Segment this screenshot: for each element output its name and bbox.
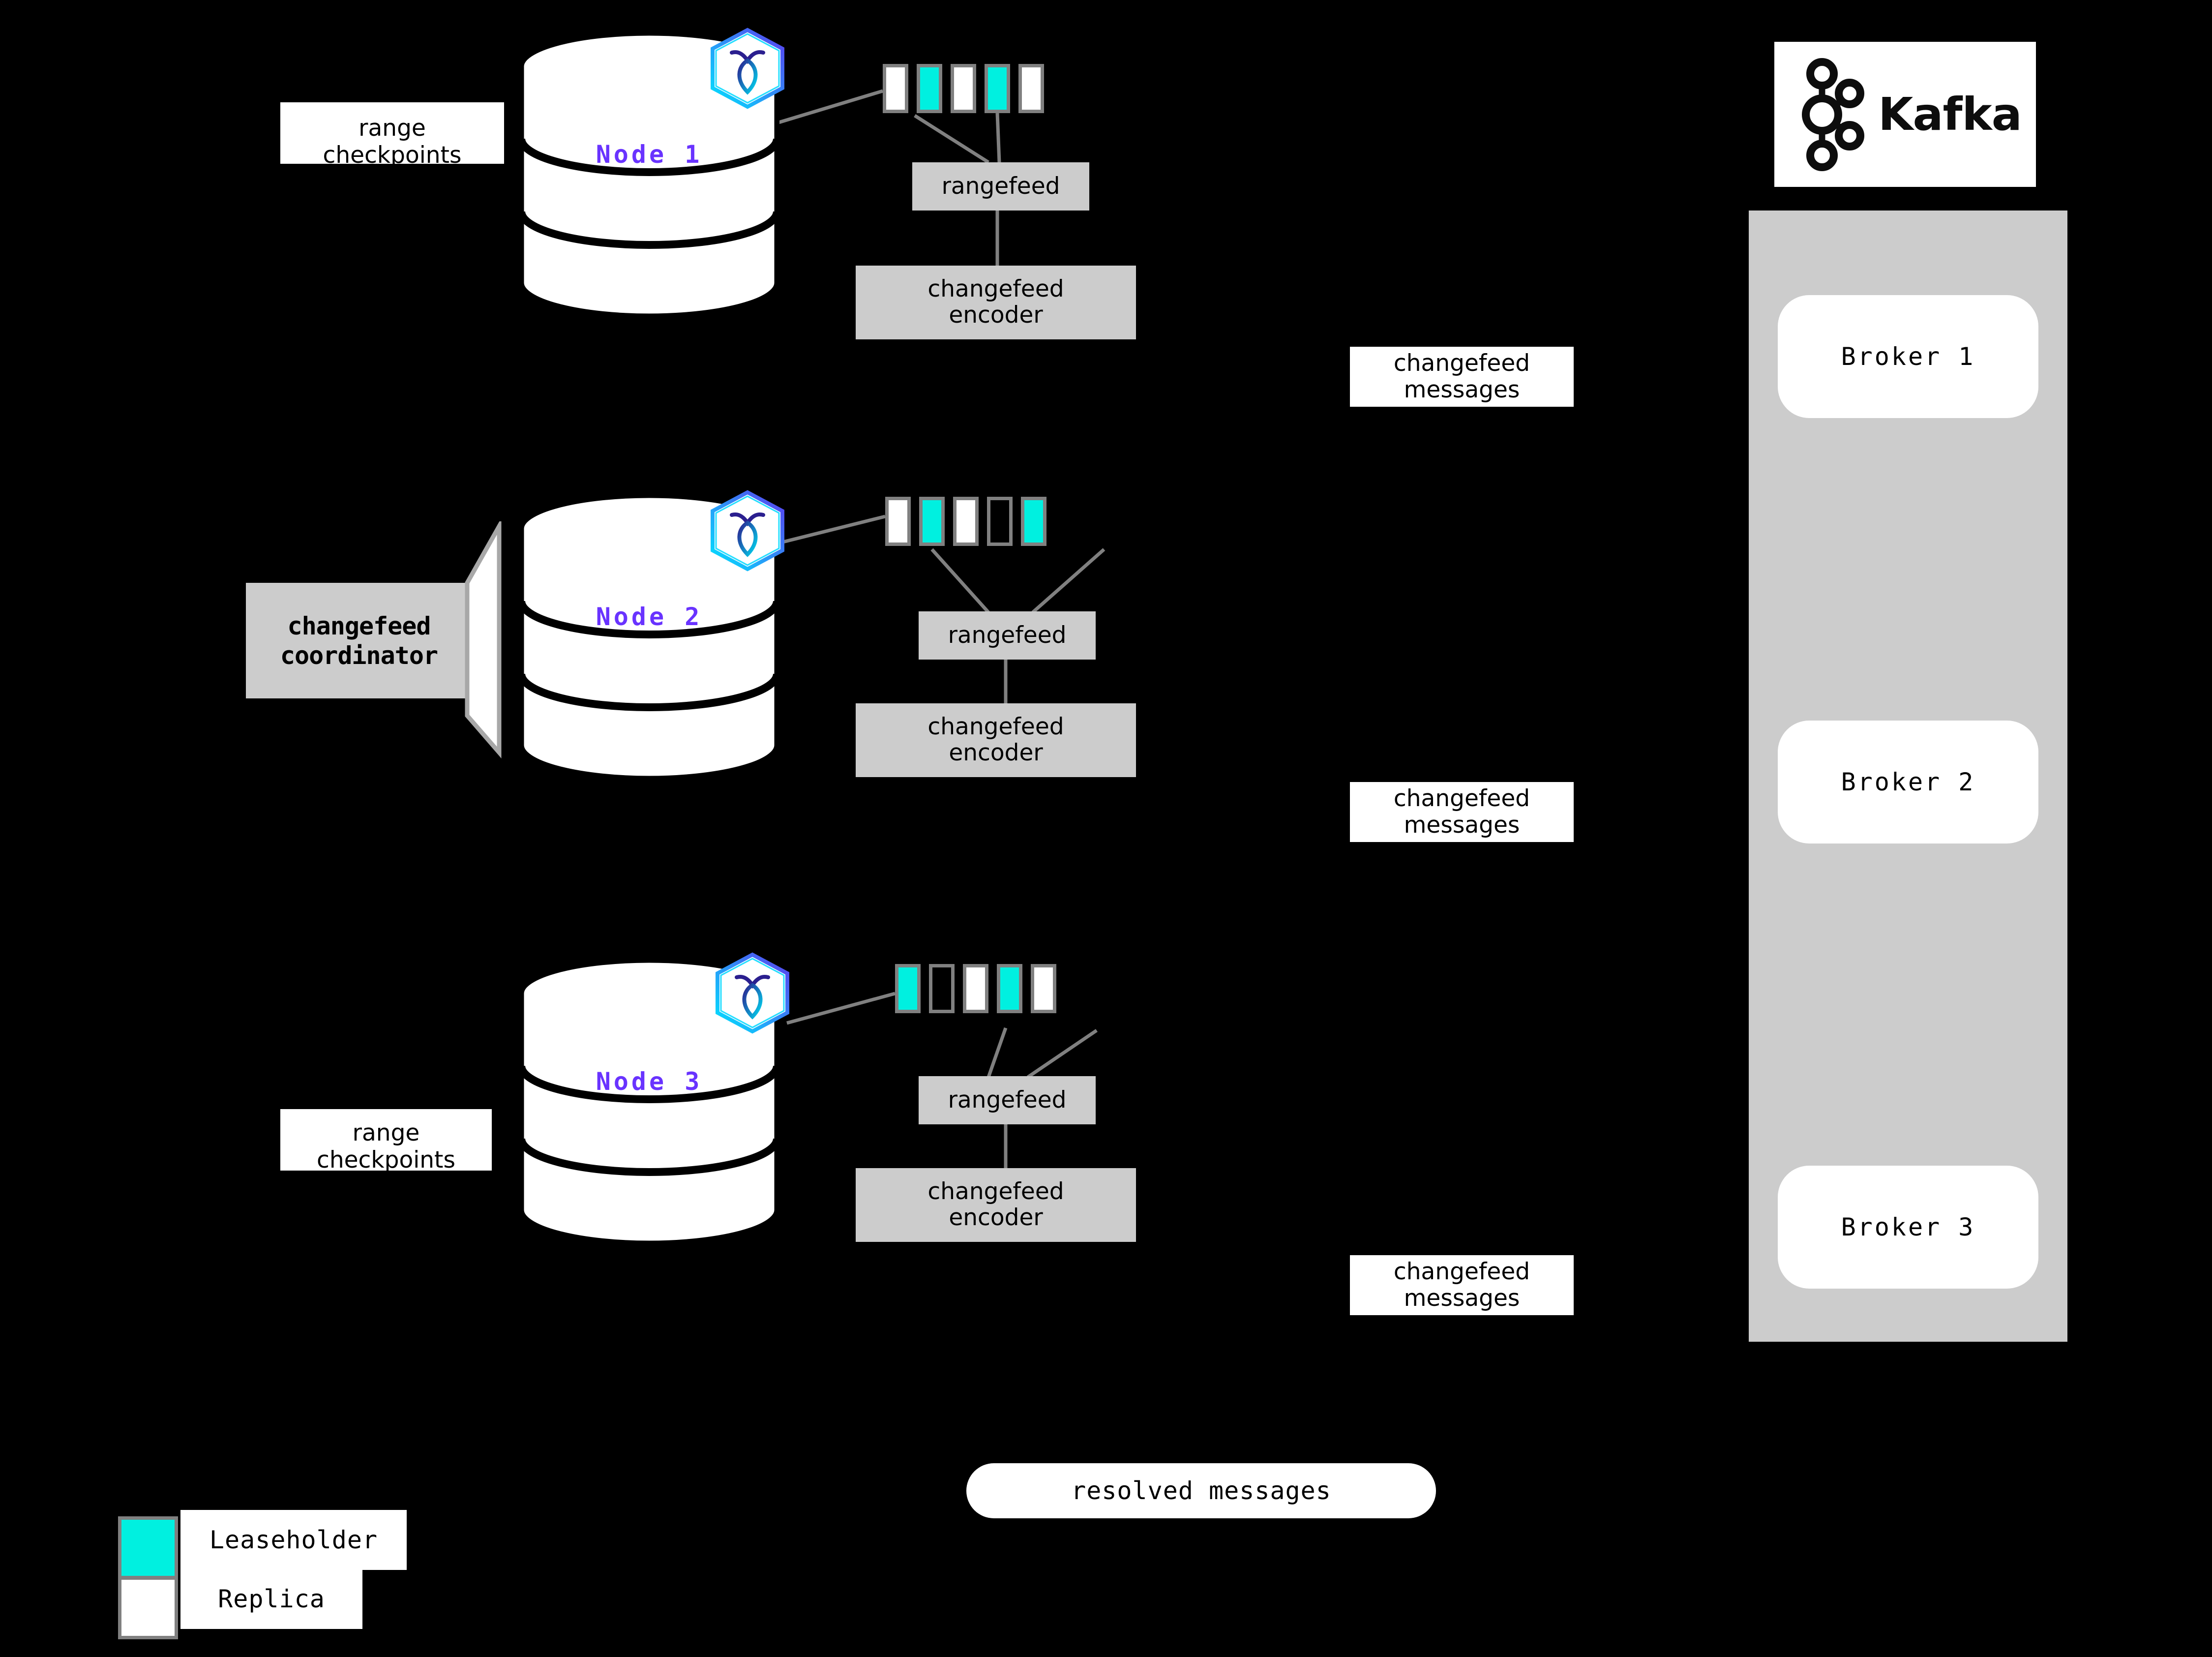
cockroachdb-logo-icon bbox=[713, 952, 792, 1035]
range-block[interactable] bbox=[963, 964, 988, 1013]
node-1-rangefeed-box[interactable]: rangefeed bbox=[912, 162, 1089, 211]
node-1-changefeed-encoder-box[interactable]: changefeed encoder bbox=[856, 266, 1136, 339]
legend-leaseholder-text: Leaseholder bbox=[209, 1526, 378, 1554]
cockroachdb-logo-icon bbox=[708, 489, 787, 573]
legend-label-replica: Replica bbox=[180, 1569, 362, 1629]
changefeed-messages-label-3: changefeed messages bbox=[1350, 1255, 1574, 1315]
changefeed-encoder-label: changefeed encoder bbox=[927, 275, 1064, 329]
node-3-range-blocks bbox=[895, 964, 1056, 1013]
rangefeed-label: rangefeed bbox=[941, 172, 1060, 200]
kafka-wordmark: Kafka bbox=[1878, 88, 2022, 141]
changefeed-messages-text: changefeed messages bbox=[1393, 784, 1530, 839]
legend-replica-text: Replica bbox=[218, 1585, 325, 1613]
kafka-mark-icon bbox=[1802, 58, 1865, 171]
rangefeed-label: rangefeed bbox=[948, 621, 1067, 649]
broker-2[interactable]: Broker 2 bbox=[1778, 721, 2038, 844]
changefeed-coordinator-box[interactable]: changefeed coordinator bbox=[246, 583, 472, 698]
broker-2-label: Broker 2 bbox=[1841, 768, 1975, 796]
changefeed-messages-text: changefeed messages bbox=[1393, 1258, 1530, 1312]
coordinator-connector-wedge bbox=[465, 521, 502, 759]
node-3-range-checkpoints-label: range checkpoints bbox=[280, 1109, 492, 1174]
range-block[interactable] bbox=[1018, 64, 1044, 113]
changefeed-coordinator-label: changefeed coordinator bbox=[280, 611, 438, 670]
range-checkpoints-text: range checkpoints bbox=[317, 1119, 455, 1174]
range-block[interactable] bbox=[1031, 964, 1056, 1013]
cockroachdb-logo-icon bbox=[708, 27, 787, 111]
resolved-messages-label: resolved messages bbox=[1071, 1476, 1331, 1505]
range-checkpoints-text: range checkpoints bbox=[323, 115, 462, 169]
range-block[interactable] bbox=[919, 497, 945, 546]
changefeed-encoder-label: changefeed encoder bbox=[927, 1178, 1064, 1231]
node-2-cylinder[interactable]: Node 2 bbox=[519, 492, 779, 792]
rangefeed-label: rangefeed bbox=[948, 1086, 1067, 1114]
range-block[interactable] bbox=[1021, 497, 1046, 546]
range-block[interactable] bbox=[929, 964, 955, 1013]
range-block[interactable] bbox=[885, 497, 911, 546]
resolved-messages-pill[interactable]: resolved messages bbox=[966, 1463, 1436, 1518]
range-block[interactable] bbox=[951, 64, 976, 113]
node-2-rangefeed-box[interactable]: rangefeed bbox=[919, 611, 1096, 660]
range-block[interactable] bbox=[895, 964, 921, 1013]
node-2-range-blocks bbox=[885, 497, 1046, 546]
legend-label-leaseholder: Leaseholder bbox=[180, 1510, 407, 1570]
node-3-label: Node 3 bbox=[596, 1067, 703, 1096]
node-1-range-checkpoints-label: range checkpoints bbox=[280, 102, 504, 168]
broker-3-label: Broker 3 bbox=[1841, 1213, 1975, 1241]
range-block[interactable] bbox=[883, 64, 908, 113]
range-block[interactable] bbox=[997, 964, 1022, 1013]
node-3-changefeed-encoder-box[interactable]: changefeed encoder bbox=[856, 1168, 1136, 1242]
range-block[interactable] bbox=[985, 64, 1010, 113]
node-3-rangefeed-box[interactable]: rangefeed bbox=[919, 1076, 1096, 1124]
broker-1[interactable]: Broker 1 bbox=[1778, 295, 2038, 418]
changefeed-messages-label-2: changefeed messages bbox=[1350, 782, 1574, 842]
changefeed-messages-text: changefeed messages bbox=[1393, 349, 1530, 403]
kafka-logo: Kafka bbox=[1774, 42, 2036, 187]
changefeed-messages-label-1: changefeed messages bbox=[1350, 347, 1574, 407]
legend-swatch-replica bbox=[118, 1576, 178, 1639]
range-block[interactable] bbox=[953, 497, 979, 546]
node-2-changefeed-encoder-box[interactable]: changefeed encoder bbox=[856, 703, 1136, 777]
node-1-label: Node 1 bbox=[596, 140, 703, 169]
node-2-label: Node 2 bbox=[596, 603, 703, 631]
legend-swatch-leaseholder bbox=[118, 1516, 178, 1579]
broker-1-label: Broker 1 bbox=[1841, 342, 1975, 371]
range-block[interactable] bbox=[987, 497, 1013, 546]
node-1-range-blocks bbox=[883, 64, 1044, 113]
changefeed-encoder-label: changefeed encoder bbox=[927, 713, 1064, 766]
arrowhead bbox=[2065, 339, 2110, 366]
broker-3[interactable]: Broker 3 bbox=[1778, 1166, 2038, 1289]
range-block[interactable] bbox=[917, 64, 942, 113]
